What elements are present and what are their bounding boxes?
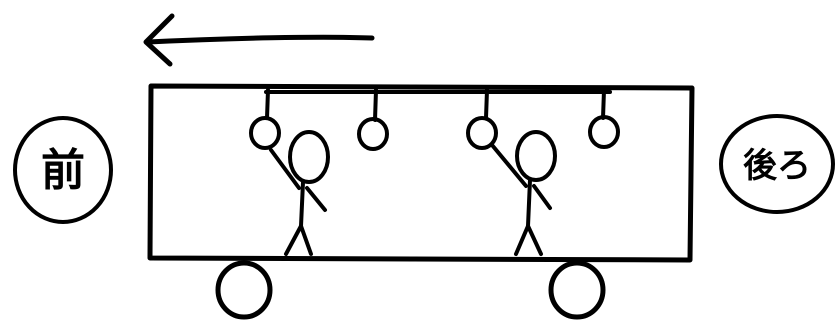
train-car-body <box>150 86 692 260</box>
wheel <box>218 263 270 317</box>
wheel <box>551 263 603 317</box>
passenger <box>492 132 555 254</box>
arrow-left-icon <box>146 16 372 64</box>
hand-strap <box>359 90 387 149</box>
hand-strap <box>468 90 496 148</box>
front-label-text: 前 <box>41 145 85 196</box>
front-label: 前 <box>15 118 111 222</box>
hand-strap <box>251 90 279 148</box>
back-label: 後ろ <box>721 116 833 212</box>
passenger <box>271 132 328 254</box>
hand-strap <box>590 90 618 147</box>
back-label-text: 後ろ <box>743 146 811 186</box>
